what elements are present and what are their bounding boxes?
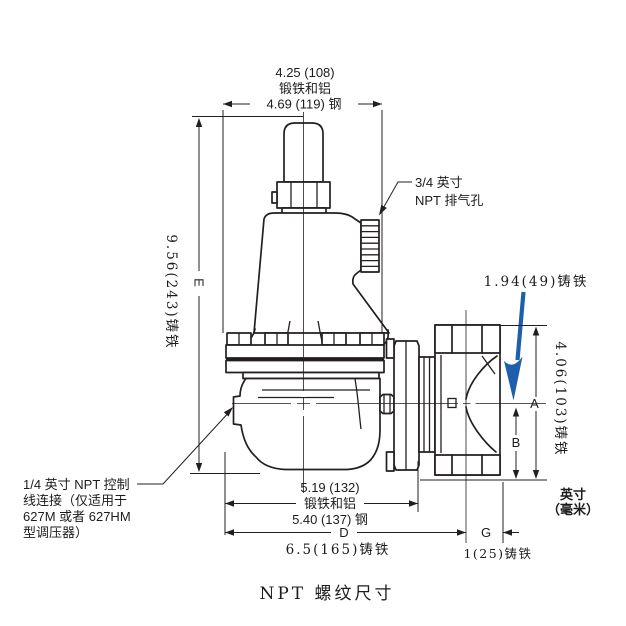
control-note-line1: 1/4 英寸 NPT 控制 bbox=[23, 477, 130, 492]
control-note-line4: 型调压器） bbox=[23, 525, 88, 540]
outlet-center-box bbox=[447, 397, 457, 409]
outlet-curve bbox=[465, 406, 497, 453]
vent-callout: 3/4 英寸 NPT 排气孔 bbox=[379, 175, 483, 216]
vent-ribs bbox=[361, 225, 379, 268]
bottom-steel-value: 5.40 (137) 钢 bbox=[292, 512, 368, 527]
bottom-cast-material: 锻铁和铝 bbox=[304, 496, 356, 511]
vent-label-line1: 3/4 英寸 bbox=[415, 175, 463, 190]
control-note-line3: 627M 或者 627HM bbox=[23, 509, 131, 524]
control-line-callout: 1/4 英寸 NPT 控制 线连接（仅适用于 627M 或者 627HM 型调压… bbox=[23, 407, 233, 540]
union-rings bbox=[418, 356, 436, 453]
bottom-cast-value: 5.19 (132) bbox=[300, 480, 359, 495]
units-note: 英寸 （毫米） bbox=[547, 487, 599, 517]
diagram-title: NPT 螺纹尺寸 bbox=[259, 584, 394, 604]
control-note-line2: 线连接（仅适用于 bbox=[23, 493, 127, 508]
body-curve bbox=[354, 378, 362, 430]
diaphragm-gasket bbox=[226, 357, 384, 361]
dim-bottom-width: 5.19 (132) 锻铁和铝 5.40 (137) 钢 D 6.5(165)铸… bbox=[224, 452, 466, 558]
nut-ear bbox=[271, 191, 278, 204]
dim-label-G: G bbox=[481, 525, 491, 540]
centerlines bbox=[232, 112, 546, 543]
body bbox=[232, 377, 381, 471]
dim-right-AB: A B 4.06(103)铸铁 bbox=[420, 325, 568, 481]
height-cast-iron-value: 9.56(243)铸铁 bbox=[163, 234, 179, 349]
offset-cast-iron-value: 1.94(49)铸铁 bbox=[484, 274, 589, 290]
valve-drawing bbox=[225, 122, 501, 476]
outlet-top-cap bbox=[434, 324, 501, 354]
flange-bolts bbox=[226, 332, 385, 346]
outlet-bottom-cap bbox=[434, 454, 501, 476]
flange-bolt bbox=[385, 451, 395, 472]
bottom-cast-iron-value: 6.5(165)铸铁 bbox=[286, 542, 391, 558]
dim-outlet-G: G 1(25)铸铁 bbox=[463, 482, 532, 561]
units-line1: 英寸 bbox=[559, 487, 586, 502]
dim-label-E: E bbox=[192, 278, 207, 287]
dim-label-B: B bbox=[512, 435, 521, 450]
stud-hex bbox=[379, 393, 395, 415]
spring-case bbox=[253, 212, 390, 334]
top-cast-material: 锻铁和铝 bbox=[279, 81, 331, 96]
flange-bolt bbox=[385, 338, 395, 359]
units-line2: （毫米） bbox=[547, 502, 599, 517]
right-cast-iron-value: 4.06(103)铸铁 bbox=[552, 341, 568, 456]
dim-top-width: 4.25 (108) 锻铁和铝 4.69 (119) 钢 bbox=[222, 65, 383, 333]
outlet-curve bbox=[465, 355, 498, 400]
diaphragm-flange-lower bbox=[225, 359, 385, 374]
diaphragm-flange-upper bbox=[225, 344, 385, 359]
vent-label-line2: NPT 排气孔 bbox=[415, 193, 483, 208]
vent bbox=[360, 219, 380, 273]
blue-arrow-head bbox=[504, 356, 523, 401]
dim-label-A: A bbox=[530, 396, 539, 411]
top-steel-value: 4.69 (119) 钢 bbox=[267, 97, 342, 112]
dim-label-D: D bbox=[339, 525, 348, 540]
top-cast-value: 4.25 (108) bbox=[275, 65, 334, 80]
outlet-cast-iron-value: 1(25)铸铁 bbox=[463, 546, 532, 561]
flange-lip bbox=[242, 371, 380, 380]
